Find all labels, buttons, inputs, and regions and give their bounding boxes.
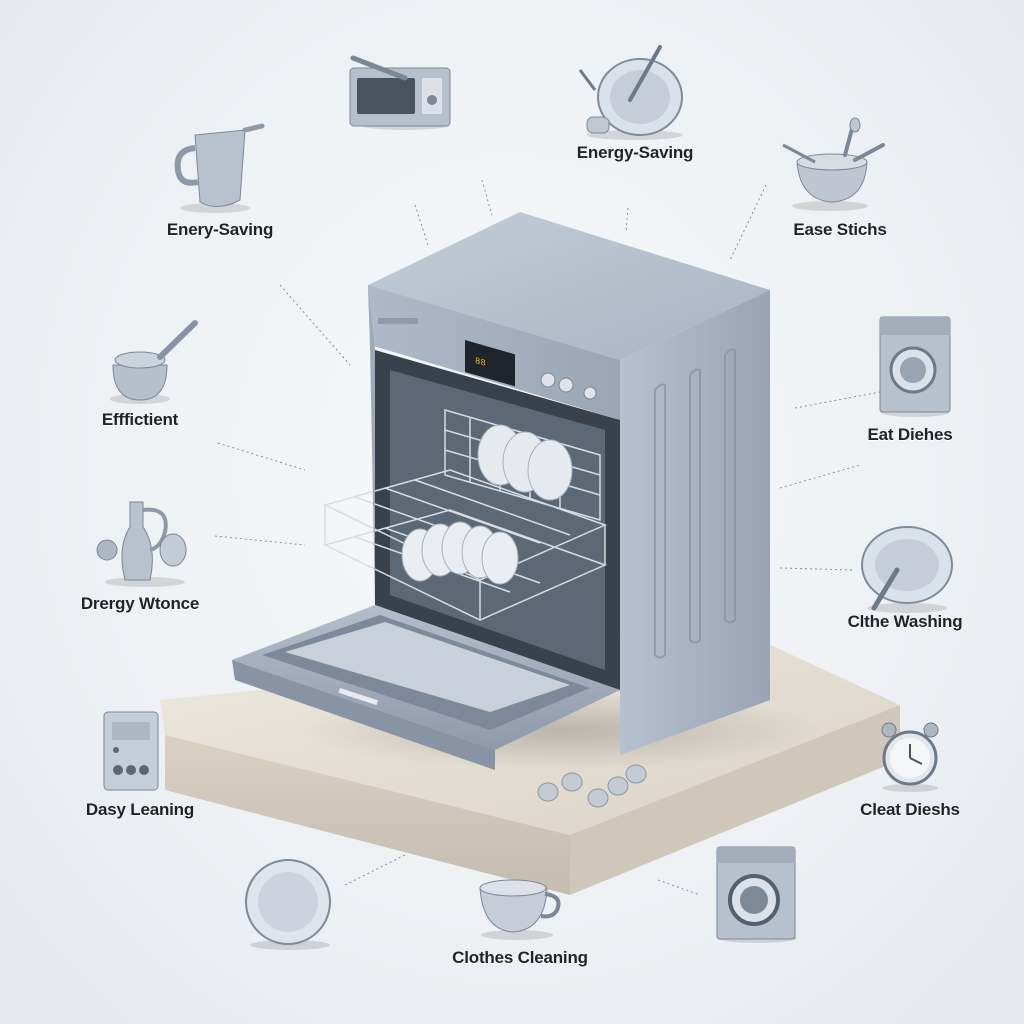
feature-title: Drergy Wtonce [80, 594, 200, 613]
plate-stack [477, 424, 573, 501]
washing-machine-icon [716, 846, 797, 943]
bowl-utensils-icon [782, 117, 885, 211]
leader-line [625, 207, 629, 233]
feature-label-low-right: Cleat Dieshs [815, 800, 1005, 820]
microwave-icon [349, 55, 451, 130]
feature-title: Clthe Washing [847, 612, 963, 631]
remote-control-icon [103, 711, 159, 791]
feature-title: Cleat Dieshs [860, 800, 960, 819]
plate-icon [245, 859, 331, 950]
plate-fork-icon [578, 45, 683, 140]
alarm-clock-icon [881, 722, 939, 792]
door-handle [338, 688, 379, 706]
feature-label-top-left: Enery-Saving [125, 220, 315, 240]
feature-title: Ease Stichs [793, 220, 887, 239]
dishwasher-side [620, 290, 770, 755]
feature-label-mid-left-2: Drergy Wtonce [45, 594, 235, 614]
feature-label-top-center: Energy-Saving [540, 143, 730, 163]
lower-plates [401, 521, 519, 585]
feature-title: Efffictient [101, 410, 179, 429]
small-cups [537, 764, 647, 808]
leader-line [414, 204, 429, 246]
feature-label-low-left: Dasy Leaning [45, 800, 235, 820]
leader-line [214, 535, 306, 546]
feature-title: Clothes Cleaning [452, 948, 588, 967]
feature-title: Eat Diehes [867, 425, 953, 444]
leader-line [344, 854, 406, 886]
feature-title: Enery-Saving [166, 220, 274, 239]
washing-machine-icon [879, 316, 951, 417]
feature-title: Dasy Leaning [85, 800, 195, 819]
platform-side [570, 705, 900, 895]
feature-title: Energy-Saving [576, 143, 694, 162]
platform-front [165, 735, 570, 895]
svg-text:88: 88 [475, 355, 486, 369]
panel-badge [378, 318, 418, 324]
leader-line [729, 184, 767, 261]
knob-icon [583, 386, 597, 400]
leader-line [217, 442, 306, 471]
plate-spoon-icon [861, 526, 953, 613]
display-panel [465, 340, 515, 387]
feature-label-bottom-center: Clothes Cleaning [425, 948, 615, 968]
feature-label-mid-left-1: Efffictient [60, 410, 220, 430]
pitcher-icon [174, 123, 265, 213]
dishwasher-top [368, 212, 770, 360]
feature-label-mid-right-2: Clthe Washing [810, 612, 1000, 632]
teacup-icon [479, 879, 561, 940]
knob-icon [540, 372, 556, 388]
feature-label-top-right: Ease Stichs [745, 220, 935, 240]
vase-icon [96, 501, 187, 587]
knob-icon [558, 377, 574, 393]
feature-label-mid-right-1: Eat Diehes [815, 425, 1005, 445]
saucepan-icon [110, 320, 198, 404]
leader-line [779, 464, 861, 489]
leader-line [481, 179, 493, 216]
